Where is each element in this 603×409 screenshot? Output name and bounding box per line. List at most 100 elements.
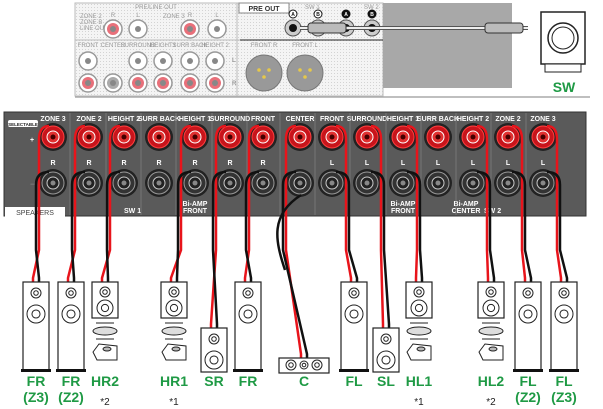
speaker-wire bbox=[546, 124, 569, 282]
channel-l-label: L bbox=[471, 160, 476, 167]
speaker-wire bbox=[406, 124, 424, 282]
speaker-label: FR bbox=[62, 373, 81, 389]
terminal-plus[interactable] bbox=[145, 123, 173, 151]
sw1-panel-label: SW 1 bbox=[124, 208, 141, 215]
terminal-minus[interactable] bbox=[529, 169, 557, 197]
terminal-plus[interactable] bbox=[389, 123, 417, 151]
rca-jack-l bbox=[180, 51, 200, 71]
terminal-minus[interactable] bbox=[353, 169, 381, 197]
pre-out-label: PRE OUT bbox=[248, 6, 280, 13]
terminal-minus[interactable] bbox=[75, 169, 103, 197]
speaker-fr bbox=[56, 281, 86, 372]
terminal-header: HEIGHT 2 bbox=[457, 116, 489, 123]
rca-jack-l bbox=[78, 51, 98, 71]
terminal-minus[interactable] bbox=[249, 169, 277, 197]
terminal-minus[interactable] bbox=[181, 169, 209, 197]
terminal-minus[interactable] bbox=[145, 169, 173, 197]
speaker-footnote: *2 bbox=[486, 397, 496, 408]
terminal-minus[interactable] bbox=[459, 169, 487, 197]
speaker-c bbox=[278, 357, 330, 374]
rca-jack-l bbox=[128, 51, 148, 71]
terminal-plus[interactable] bbox=[286, 123, 314, 151]
terminal-plus[interactable] bbox=[459, 123, 487, 151]
speaker-sl bbox=[372, 327, 400, 373]
terminal-header: HEIGHT 1 bbox=[179, 116, 211, 123]
channel-l-label: L bbox=[541, 160, 546, 167]
speaker-label: FL bbox=[555, 373, 573, 389]
zone2-label-3: LINE OUT bbox=[80, 26, 108, 32]
terminal-header: SURROUND bbox=[210, 116, 250, 123]
speaker-fr bbox=[21, 281, 51, 372]
terminal-plus[interactable] bbox=[424, 123, 452, 151]
terminal-plus[interactable] bbox=[75, 123, 103, 151]
sw1-label: SW 1 bbox=[305, 5, 320, 11]
channel-r-label: R bbox=[260, 160, 265, 167]
sw-jack-letter: B bbox=[316, 12, 320, 18]
speaker-hr1 bbox=[160, 281, 188, 361]
terminal-minus[interactable] bbox=[110, 169, 138, 197]
speaker-label: HR1 bbox=[160, 373, 188, 389]
terminal-minus[interactable] bbox=[389, 169, 417, 197]
terminal-header: CENTER bbox=[286, 116, 315, 123]
speaker-wire bbox=[31, 124, 50, 282]
channel-r-label: R bbox=[192, 160, 197, 167]
row-label: SURR BACK bbox=[172, 43, 207, 49]
biamp-center-1: Bi-AMP bbox=[454, 201, 479, 208]
terminal-plus[interactable] bbox=[529, 123, 557, 151]
terminal-plus[interactable] bbox=[318, 123, 346, 151]
pre-line-out-label: PRE/LINE OUT bbox=[135, 5, 177, 11]
terminal-plus[interactable] bbox=[353, 123, 381, 151]
rca-jack bbox=[180, 19, 200, 39]
zone2-label-1: ZONE 2 bbox=[80, 14, 102, 20]
speaker-label: C bbox=[299, 373, 309, 389]
zone3-label: ZONE 3 bbox=[163, 14, 185, 20]
speaker-wire bbox=[370, 124, 391, 328]
zone2-label-2: ZONE B bbox=[80, 20, 102, 26]
speaker-hl2 bbox=[477, 281, 505, 361]
terminal-minus[interactable] bbox=[216, 169, 244, 197]
terminal-minus[interactable] bbox=[286, 169, 314, 197]
speaker-hl1 bbox=[405, 281, 433, 361]
minus-symbol: − bbox=[30, 179, 35, 189]
channel-l-label: L bbox=[436, 160, 441, 167]
terminal-plus[interactable] bbox=[39, 123, 67, 151]
speaker-wire bbox=[209, 124, 227, 328]
channel-l-label: L bbox=[330, 160, 335, 167]
rca-jack bbox=[103, 19, 123, 39]
front-r-label: FRONT R bbox=[251, 43, 278, 49]
channel-r-label: R bbox=[227, 160, 232, 167]
terminal-plus[interactable] bbox=[110, 123, 138, 151]
speaker-fl bbox=[513, 281, 543, 372]
speaker-zone-label: (Z2) bbox=[515, 389, 541, 405]
terminal-minus[interactable] bbox=[494, 169, 522, 197]
channel-r-label: R bbox=[86, 160, 91, 167]
terminal-plus[interactable] bbox=[216, 123, 244, 151]
terminal-header: ZONE 3 bbox=[40, 116, 65, 123]
terminal-minus[interactable] bbox=[424, 169, 452, 197]
biamp-center-2: CENTER bbox=[452, 208, 481, 215]
speaker-label: SL bbox=[377, 373, 395, 389]
zone2-l-label: L bbox=[136, 13, 140, 19]
rca-jack bbox=[207, 19, 227, 39]
sw2-label: SW 2 bbox=[364, 5, 379, 11]
speaker-terminal-panel: SPEAKERS SELECTABLE + − SW 1 SW 2 Bi-AMP… bbox=[3, 111, 587, 217]
terminal-minus[interactable] bbox=[39, 169, 67, 197]
sw2-panel-label: SW 2 bbox=[484, 208, 501, 215]
speaker-label: HL1 bbox=[406, 373, 433, 389]
terminal-plus[interactable] bbox=[181, 123, 209, 151]
biamp-front-left-2: FRONT bbox=[183, 208, 208, 215]
terminal-minus[interactable] bbox=[318, 169, 346, 197]
rca-jack-l bbox=[205, 51, 225, 71]
sw-jack-letter: A bbox=[291, 12, 295, 18]
front-l-label: FRONT L bbox=[292, 43, 318, 49]
terminal-plus[interactable] bbox=[494, 123, 522, 151]
zone3-r-label: R bbox=[188, 13, 193, 19]
terminal-header: ZONE 2 bbox=[495, 116, 520, 123]
speaker-wire bbox=[66, 124, 86, 282]
rca-jack-r bbox=[78, 73, 98, 93]
speaker-footnote: *1 bbox=[169, 397, 179, 408]
terminal-plus[interactable] bbox=[249, 123, 277, 151]
xlr-front-l bbox=[286, 54, 324, 92]
row-l-label: L bbox=[232, 58, 236, 64]
speaker-wire bbox=[169, 124, 192, 282]
